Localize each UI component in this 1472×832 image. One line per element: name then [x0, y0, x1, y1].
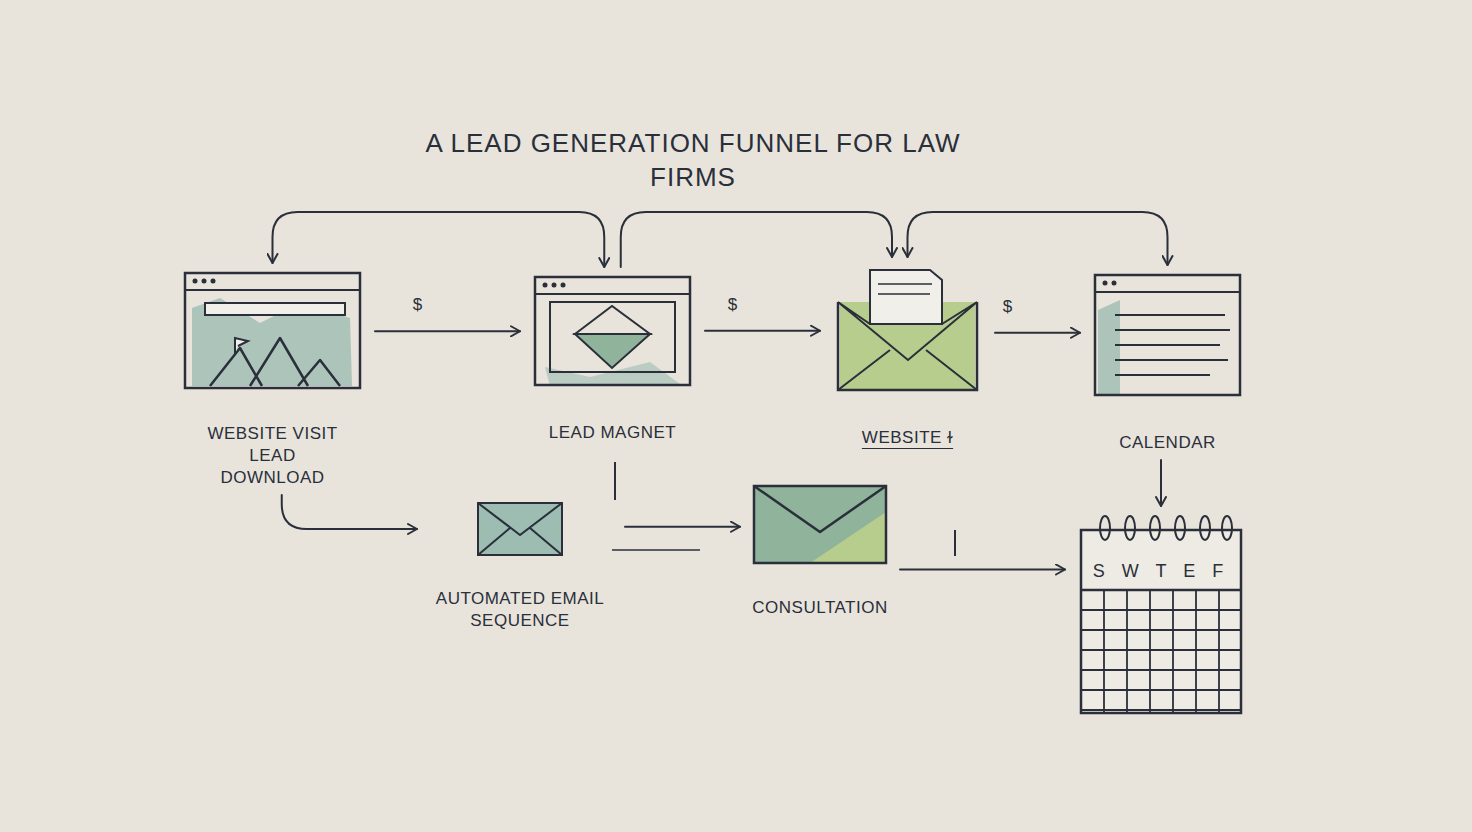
step-label: WEBSITE VISIT LEAD DOWNLOAD [198, 423, 348, 489]
step-label: S W T E F [1075, 560, 1247, 582]
flow-arrow [282, 495, 417, 529]
flow-arrow [900, 569, 1065, 571]
envelope-icon [830, 262, 985, 397]
edge-label: $ [1000, 297, 1015, 317]
email-sequence-step: AUTOMATED EMAIL SEQUENCE [425, 500, 615, 632]
edge-label: $ [410, 295, 425, 315]
flow-arrow [908, 212, 1168, 265]
tick-mark [954, 530, 956, 556]
step-label: LEAD MAGNET [549, 422, 676, 444]
website-visit-step: WEBSITE VISIT LEAD DOWNLOAD [180, 268, 365, 489]
website-step: WEBSITE ɫ [830, 262, 985, 449]
flow-arrow [705, 330, 820, 332]
step-label: WEBSITE ɫ [862, 427, 953, 449]
flow-arrow [273, 212, 605, 267]
consultation-step: CONSULTATION [750, 482, 890, 619]
flow-arrow [1160, 460, 1162, 506]
flow-arrow [995, 332, 1080, 334]
flow-arrow [375, 330, 520, 332]
flow-arrow [625, 526, 740, 528]
envelope-icon [750, 482, 890, 567]
step-label: CALENDAR [1119, 432, 1216, 454]
lead-magnet-step: LEAD MAGNET [530, 272, 695, 444]
edge-label: $ [725, 295, 740, 315]
leader-line [614, 462, 616, 500]
step-label: AUTOMATED EMAIL SEQUENCE [425, 588, 615, 632]
flow-arrow [621, 212, 892, 267]
double-stroke [612, 549, 700, 551]
browser-icon [1090, 270, 1245, 402]
browser-icon [530, 272, 695, 392]
calendar-icon [1075, 512, 1247, 717]
browser-icon [180, 268, 365, 393]
calendar-step: CALENDAR [1090, 270, 1245, 454]
diagram-title: A LEAD GENERATION FUNNEL FOR LAW FIRMS [413, 126, 973, 194]
step-label: CONSULTATION [752, 597, 887, 619]
envelope-icon [475, 500, 565, 558]
calendar-grid: S W T E F [1075, 512, 1247, 717]
